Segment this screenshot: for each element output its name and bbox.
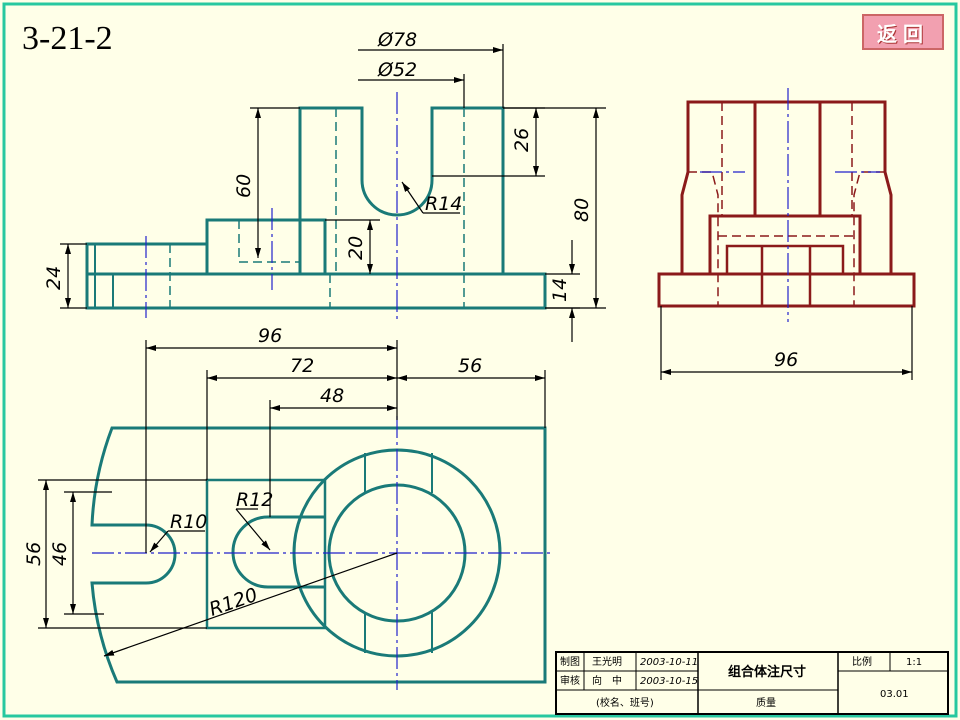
dim-h80: 80 [571, 198, 593, 222]
slide-number: 3-21-2 [22, 20, 113, 57]
top-dim-w48: 48 [320, 385, 344, 407]
front-view [85, 106, 547, 310]
top-view-dimension-lines [38, 340, 546, 657]
return-button[interactable]: 返回 [862, 14, 944, 50]
front-view-dimension-lines [60, 44, 606, 342]
top-dim-w56: 56 [458, 355, 482, 377]
top-dim-h56: 56 [23, 542, 45, 566]
return-button-label: 返回 [877, 21, 929, 46]
side-dim-w96: 96 [774, 349, 798, 371]
top-dim-h46: 46 [49, 542, 71, 566]
dim-d78: Ø78 [377, 29, 417, 51]
tb-checked-by-name: 向 中 [592, 674, 622, 687]
tb-drawn-by-label: 制图 [560, 655, 580, 668]
side-view-dimension-lines [660, 306, 913, 380]
dim-h24: 24 [43, 266, 65, 290]
front-view-centerlines [145, 92, 398, 322]
tb-mass-label: 质量 [756, 697, 776, 709]
top-dim-r120: R120 [206, 584, 260, 621]
tb-drawing-title: 组合体注尺寸 [728, 664, 806, 680]
top-view-centerlines [92, 416, 550, 690]
dim-h14: 14 [549, 278, 571, 302]
top-dim-w72: 72 [290, 355, 314, 377]
tb-drawing-number: 03.01 [880, 689, 909, 700]
front-view-hidden-lines [169, 108, 465, 308]
tb-checked-date: 2003-10-15 [640, 676, 698, 687]
top-dim-r10: R10 [170, 511, 207, 533]
title-block [555, 651, 949, 715]
side-view [657, 100, 916, 308]
dim-h20: 20 [345, 236, 367, 260]
tb-drawn-by-name: 王光明 [592, 655, 622, 668]
dim-h26: 26 [511, 128, 533, 152]
top-dim-w96: 96 [258, 325, 282, 347]
top-view [90, 426, 547, 684]
dim-r14: R14 [425, 193, 462, 215]
tb-scale-value: 1:1 [906, 657, 922, 668]
tb-checked-by-label: 审核 [560, 674, 580, 687]
tb-school-class: (校名、班号) [596, 696, 654, 709]
dim-d52: Ø52 [377, 59, 417, 81]
side-view-hidden-lines [688, 102, 885, 306]
side-view-centerlines [700, 88, 880, 322]
tb-drawn-date: 2003-10-11 [640, 657, 698, 668]
top-dim-r12: R12 [236, 489, 273, 511]
tb-scale-label: 比例 [852, 655, 872, 668]
dim-h60: 60 [233, 174, 255, 198]
